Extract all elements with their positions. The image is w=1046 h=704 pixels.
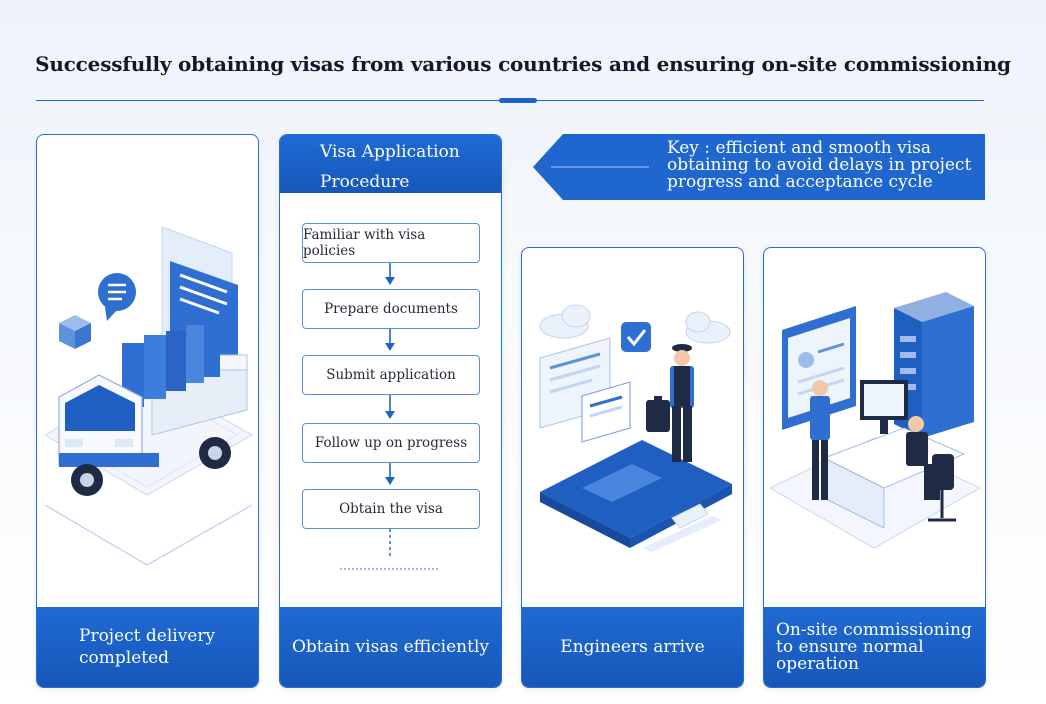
delivery-panel: Project delivery completed	[36, 134, 259, 688]
arrow-down-icon	[385, 263, 395, 285]
key-banner: Key : efficient and smooth visa obtainin…	[533, 134, 985, 200]
visa-step-3: Submit application	[302, 355, 480, 395]
engineers-caption: Engineers arrive	[522, 607, 743, 687]
arrow-down-icon	[385, 329, 395, 351]
visa-step-1: Familiar with visa policies	[302, 223, 480, 263]
arrow-down-icon	[385, 395, 395, 419]
delivery-caption: Project delivery completed	[37, 607, 258, 687]
title-divider-accent	[499, 98, 537, 103]
engineer-traveler-icon	[539, 304, 732, 552]
arrow-down-icon	[385, 463, 395, 485]
server-workstation-icon	[768, 292, 982, 549]
visa-step-5: Obtain the visa	[302, 489, 480, 529]
visa-step-4: Follow up on progress	[302, 423, 480, 463]
visa-procedure-panel: Visa Application Procedure Familiar with…	[279, 134, 502, 688]
page-title: Successfully obtaining visas from variou…	[35, 52, 1011, 76]
engineers-panel: Engineers arrive	[521, 247, 744, 688]
visa-step-2: Prepare documents	[302, 289, 480, 329]
key-banner-text: Key : efficient and smooth visa obtainin…	[667, 138, 972, 192]
key-banner-shape	[533, 134, 985, 200]
procedure-continuation-dashes	[340, 529, 440, 570]
commissioning-panel: On-site commissioning to ensure normal o…	[763, 247, 986, 688]
delivery-truck-icon	[44, 226, 254, 566]
commissioning-caption: On-site commissioning to ensure normal o…	[764, 607, 985, 687]
visa-procedure-header: Visa Application Procedure	[280, 135, 501, 193]
visa-caption: Obtain visas efficiently	[280, 607, 501, 687]
